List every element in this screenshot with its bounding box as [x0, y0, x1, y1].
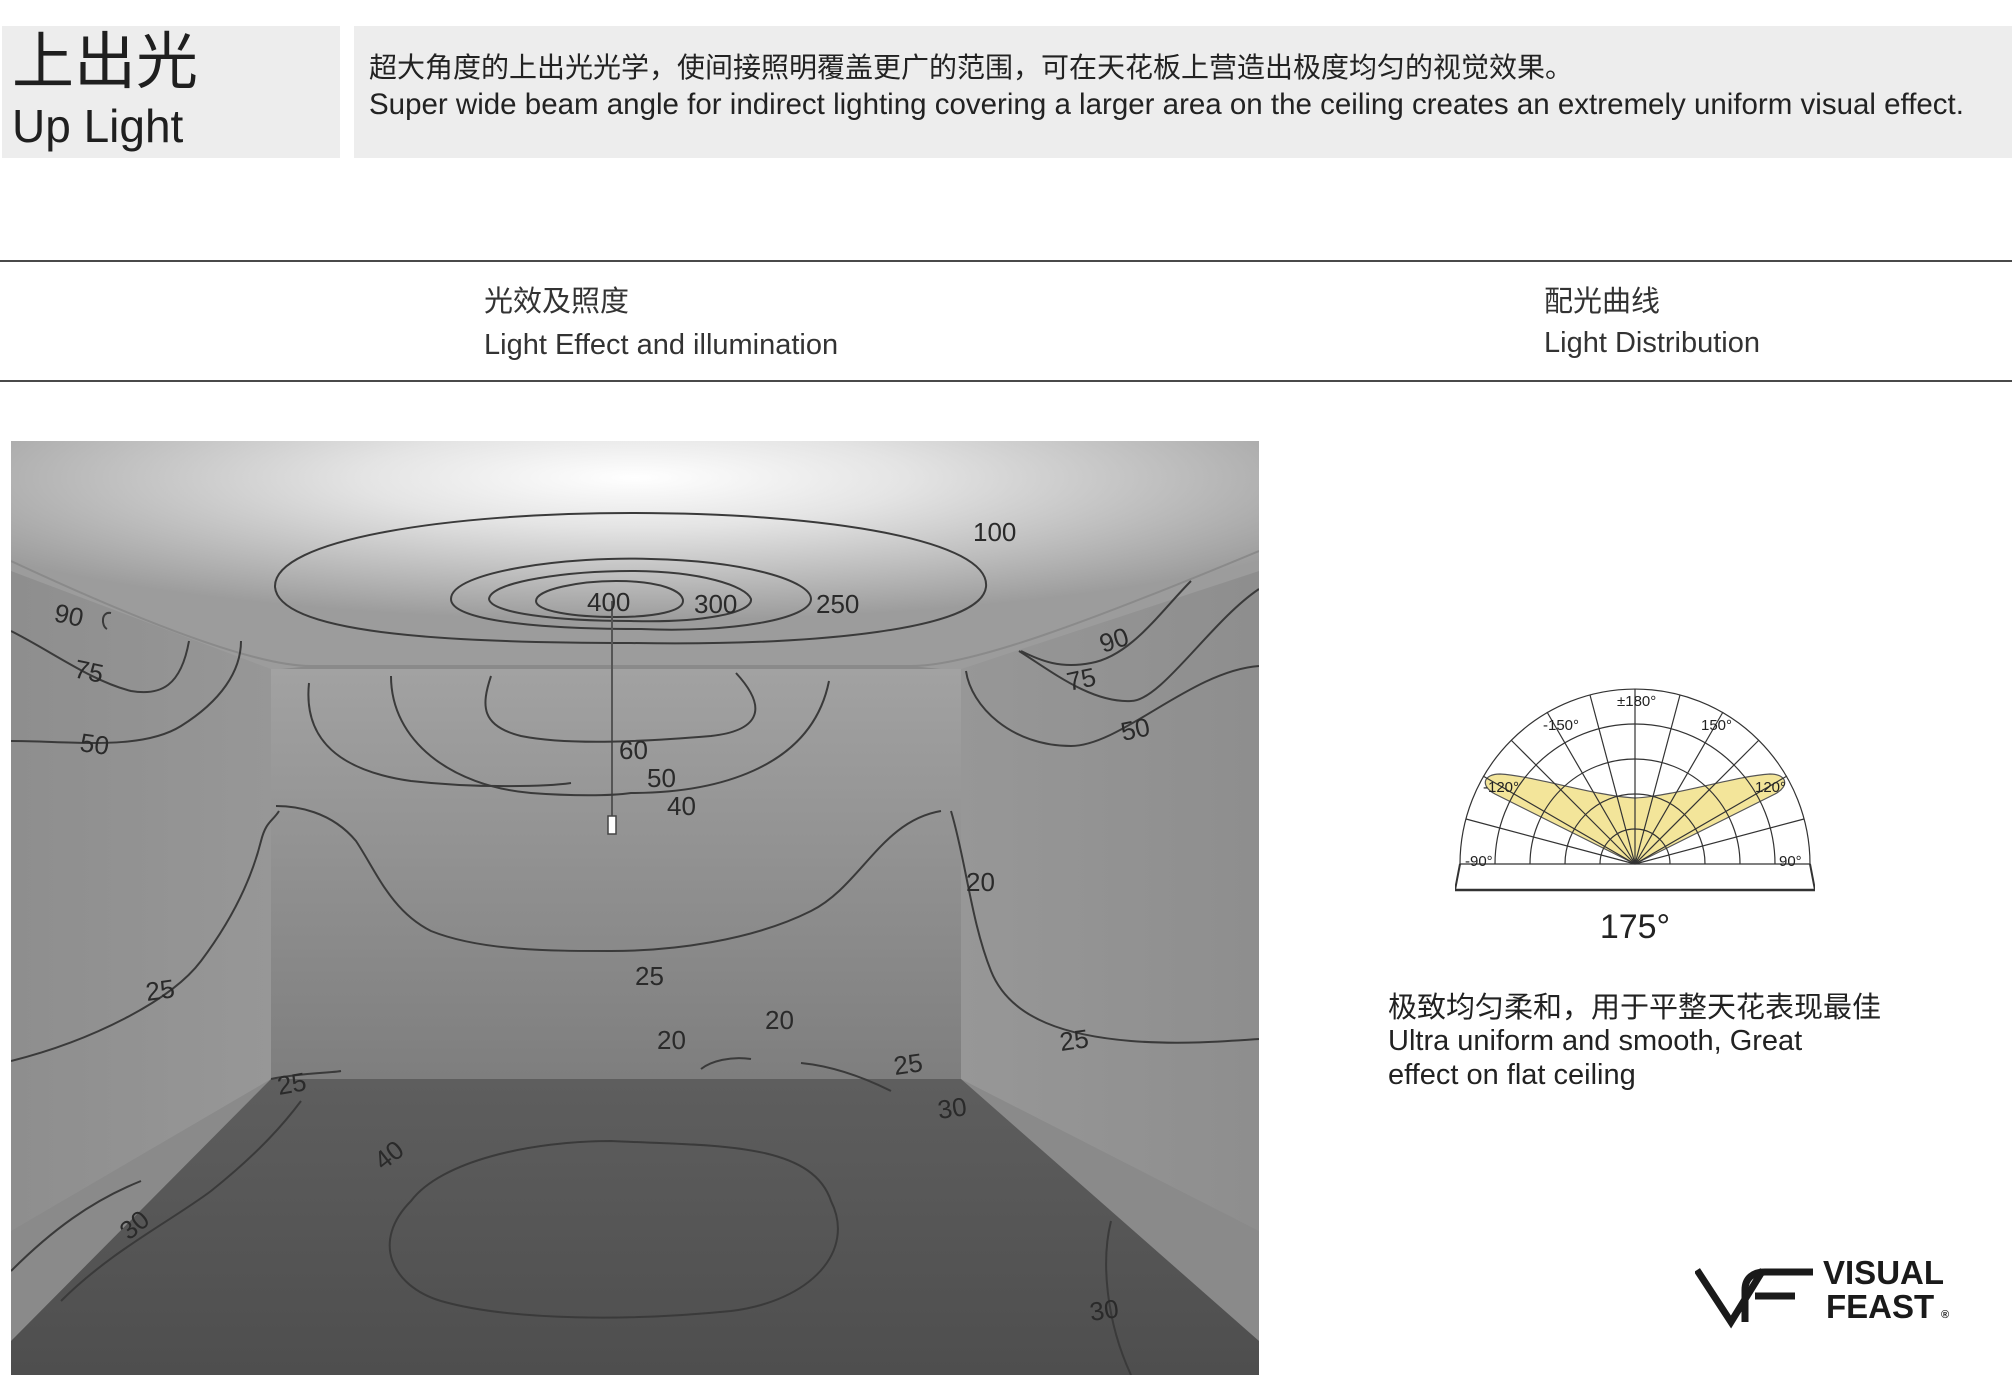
label-250: 250 [816, 589, 859, 619]
polar-label-minus120: -120° [1483, 779, 1519, 796]
divider-bottom [0, 380, 2012, 382]
note-chinese: 极致均匀柔和，用于平整天花表现最佳 [1388, 992, 1882, 1024]
description-chinese: 超大角度的上出光光学，使间接照明覆盖更广的范围，可在天花板上营造出极度均匀的视觉… [369, 52, 1574, 83]
label-left-90: 90 [52, 598, 87, 633]
label-100: 100 [973, 517, 1016, 547]
label-floor-right-30: 30 [936, 1091, 969, 1125]
label-left-25: 25 [144, 973, 177, 1007]
label-floor-bottom-30: 30 [1088, 1293, 1121, 1327]
description-english: Super wide beam angle for indirect light… [369, 88, 1964, 121]
label-floor-left-25: 25 [275, 1066, 309, 1101]
label-center-25: 25 [635, 961, 664, 991]
beam-angle: 175° [1599, 908, 1671, 946]
label-center-20: 20 [657, 1025, 686, 1055]
svg-text:FEAST: FEAST [1826, 1288, 1934, 1325]
label-60: 60 [619, 735, 648, 765]
section-effect-zh: 光效及照度 [484, 286, 630, 318]
section-distribution-en: Light Distribution [1544, 327, 1760, 359]
label-300: 300 [694, 589, 737, 619]
polar-label-120: 120° [1755, 779, 1786, 796]
label-50: 50 [647, 763, 676, 793]
label-left-75: 75 [72, 654, 107, 689]
label-floor-right-25: 25 [892, 1047, 925, 1081]
title-chinese: 上出光 [12, 28, 199, 97]
title-english: Up Light [12, 100, 184, 152]
polar-label-minus90: -90° [1465, 853, 1493, 870]
label-400: 400 [587, 587, 630, 617]
divider-top [0, 260, 2012, 262]
header-description-panel [354, 26, 2012, 158]
label-center-20b: 20 [765, 1005, 794, 1035]
label-right-50: 50 [1118, 712, 1153, 747]
svg-text:VISUAL: VISUAL [1823, 1254, 1944, 1291]
visual-feast-logo: VISUAL FEAST ® [1695, 1254, 1949, 1329]
room-surfaces [11, 441, 1259, 1375]
isolux-contours [11, 511, 1259, 1375]
room-illumination-image: 400 300 250 100 90 75 50 90 75 50 60 50 … [11, 441, 1259, 1375]
svg-text:®: ® [1941, 1309, 1949, 1321]
polar-grid [1455, 688, 1815, 892]
section-effect-en: Light Effect and illumination [484, 329, 839, 361]
polar-label-90: 90° [1779, 853, 1802, 870]
label-right-75: 75 [1064, 662, 1099, 697]
label-right-20: 20 [966, 867, 995, 897]
light-distribution-diagram: ±180° -150° 150° -120° 120° -90° 90° [1455, 688, 1815, 892]
label-right-25: 25 [1058, 1023, 1091, 1057]
note-english-line1: Ultra uniform and smooth, Great [1388, 1025, 1803, 1057]
polar-label-150: 150° [1701, 717, 1732, 734]
label-left-50: 50 [78, 727, 111, 761]
polar-label-minus150: -150° [1543, 717, 1579, 734]
polar-label-180: ±180° [1617, 693, 1656, 710]
luminaire [607, 815, 617, 835]
note-english-line2: effect on flat ceiling [1388, 1059, 1636, 1091]
label-40: 40 [667, 791, 696, 821]
header-title-panel [2, 26, 340, 158]
section-distribution-zh: 配光曲线 [1544, 286, 1661, 318]
